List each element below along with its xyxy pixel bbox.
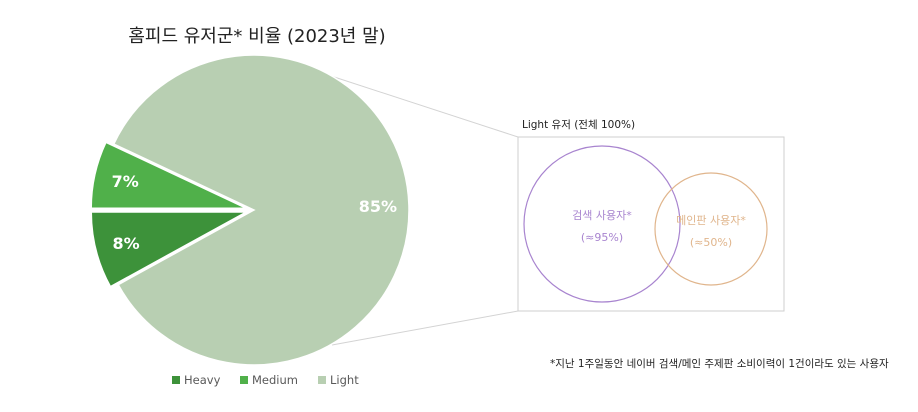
pie-label-heavy: 8% (113, 234, 140, 253)
pie-slice-heavy (90, 211, 247, 288)
venn-circle-main (654, 172, 768, 286)
legend-swatch-heavy (172, 376, 180, 384)
connector-line-bottom (331, 310, 519, 346)
footnote: *지난 1주일동안 네이버 검색/메인 주제판 소비이력이 1건이라도 있는 사… (550, 357, 889, 370)
legend: Heavy Medium Light (172, 373, 359, 387)
legend-label-light: Light (330, 373, 359, 387)
pie-slice-light (112, 54, 410, 366)
breakout-box (517, 136, 785, 312)
breakout-title: Light 유저 (전체 100%) (522, 119, 635, 131)
legend-swatch-medium (240, 376, 248, 384)
legend-label-heavy: Heavy (184, 373, 221, 387)
legend-swatch-light (318, 376, 326, 384)
venn-value-main: (≈50%) (690, 236, 732, 249)
venn-value-search: (≈95%) (581, 231, 623, 244)
pie-chart: 8% 7% 85% (90, 54, 410, 366)
legend-label-medium: Medium (252, 373, 298, 387)
venn-label-main: 메인판 사용자* (676, 214, 746, 227)
venn-circle-search (523, 145, 681, 303)
venn-diagram: 검색 사용자* (≈95%) 메인판 사용자* (≈50%) (523, 145, 768, 303)
pie-label-light: 85% (359, 197, 397, 216)
connector-line-top (321, 72, 519, 138)
pie-slice-medium (90, 141, 247, 210)
chart-title: 홈피드 유저군* 비율 (2023년 말) (128, 26, 385, 47)
pie-label-medium: 7% (112, 172, 139, 191)
venn-label-search: 검색 사용자* (572, 209, 632, 222)
